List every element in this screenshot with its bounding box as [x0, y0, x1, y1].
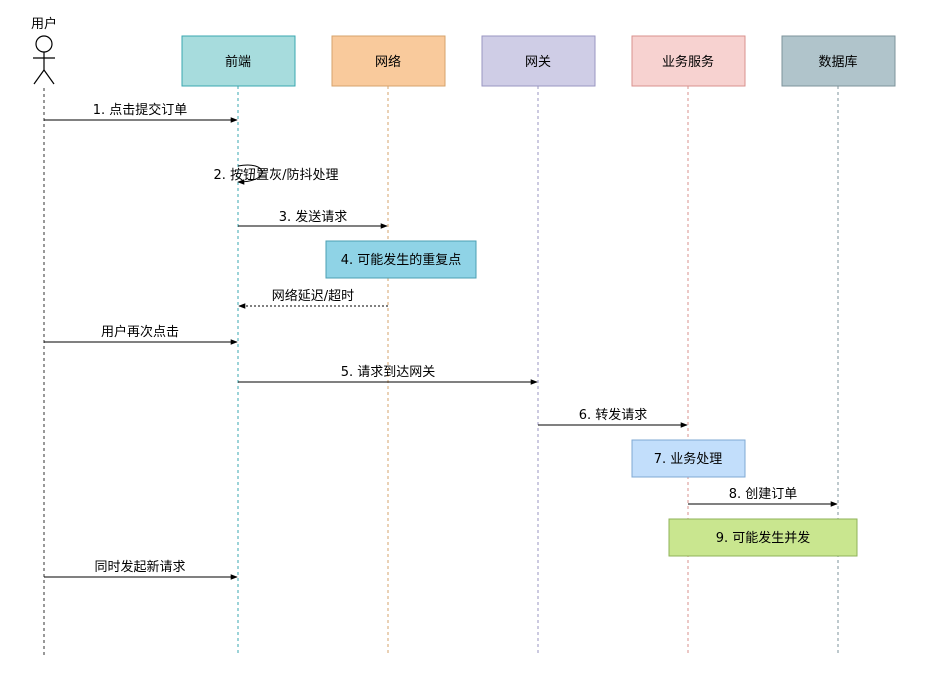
- message-label: 8. 创建订单: [729, 487, 798, 502]
- note-business-processing: 7. 业务处理: [631, 439, 746, 478]
- actor-label: 用户: [31, 16, 57, 32]
- message-label: 同时发起新请求: [94, 559, 185, 575]
- participant-label: 前端: [225, 54, 251, 70]
- participant-network: 网络: [331, 35, 446, 87]
- message-label: 用户再次点击: [101, 324, 179, 340]
- message-5: 5. 请求到达网关: [238, 365, 538, 385]
- participant-gateway: 网关: [481, 35, 596, 87]
- message-label: 网络延迟/超时: [272, 288, 354, 304]
- message-label: 6. 转发请求: [579, 407, 648, 423]
- message-network-delay: 网络延迟/超时: [238, 288, 388, 309]
- participant-label: 业务服务: [662, 54, 714, 70]
- note-label: 4. 可能发生的重复点: [341, 252, 462, 268]
- message-8: 8. 创建订单: [688, 487, 838, 507]
- message-simultaneous-request: 同时发起新请求: [44, 559, 238, 580]
- actor-head: [35, 35, 53, 53]
- participant-business-service: 业务服务: [631, 35, 746, 87]
- note-duplicate-point: 4. 可能发生的重复点: [325, 240, 477, 279]
- message-6: 6. 转发请求: [538, 407, 688, 428]
- note-label: 9. 可能发生并发: [716, 530, 811, 546]
- note-label: 7. 业务处理: [654, 451, 723, 467]
- participant-box: [481, 35, 596, 87]
- participant-frontend: 前端: [181, 35, 296, 87]
- participant-database: 数据库: [781, 35, 896, 87]
- actor-leg-right: [43, 69, 55, 85]
- participant-label: 网关: [525, 55, 551, 70]
- actor-leg-left: [33, 69, 45, 85]
- participant-box: [631, 35, 746, 87]
- self-call-arrow: [237, 164, 263, 185]
- note-box: [325, 240, 477, 279]
- note-box: [668, 518, 858, 557]
- message-3: 3. 发送请求: [238, 209, 388, 229]
- note-concurrency: 9. 可能发生并发: [668, 518, 858, 557]
- message-label: 5. 请求到达网关: [341, 365, 436, 380]
- participant-label: 数据库: [818, 54, 857, 70]
- message-user-click-again: 用户再次点击: [44, 324, 238, 345]
- participant-box: [781, 35, 896, 87]
- message-2-self-call: 2. 按钮置灰/防抖处理: [214, 164, 339, 185]
- actor-user: 用户: [31, 16, 57, 85]
- message-label: 1. 点击提交订单: [93, 102, 188, 118]
- participant-box: [331, 35, 446, 87]
- message-label: 3. 发送请求: [279, 209, 348, 225]
- message-1: 1. 点击提交订单: [44, 102, 238, 123]
- participant-label: 网络: [375, 54, 401, 70]
- message-label: 2. 按钮置灰/防抖处理: [214, 167, 339, 183]
- participant-box: [181, 35, 296, 87]
- note-box: [631, 439, 746, 478]
